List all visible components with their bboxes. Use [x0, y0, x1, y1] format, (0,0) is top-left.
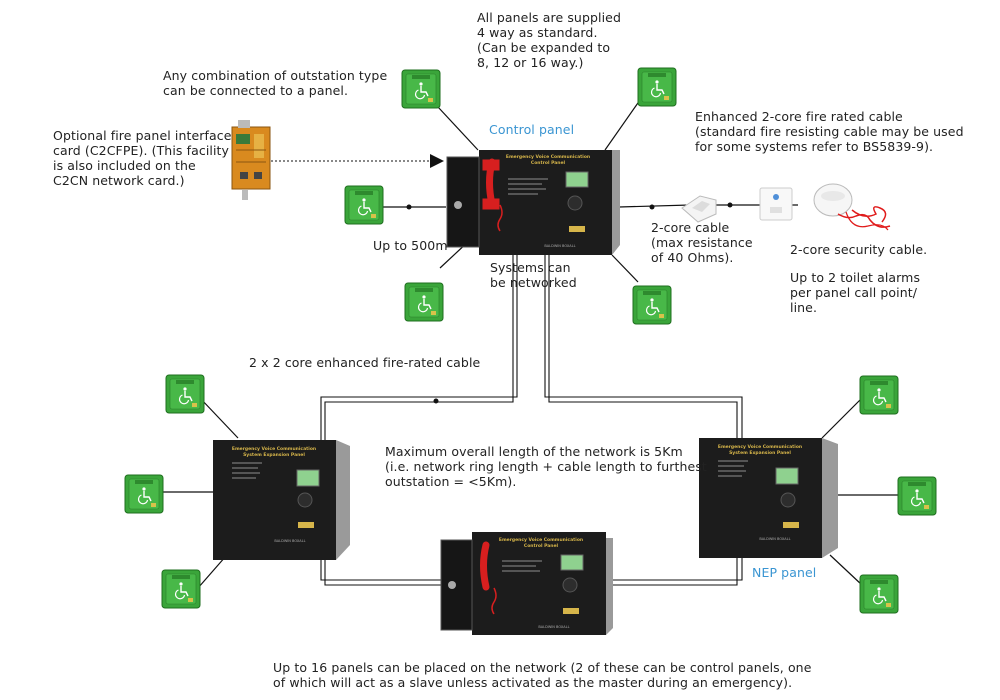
svg-text:Emergency Voice Communication: Emergency Voice Communication	[232, 446, 316, 452]
label-control-panel: Control panel	[489, 122, 575, 137]
outstation-call-point	[165, 374, 205, 414]
svg-text:BALDWIN BOXALL: BALDWIN BOXALL	[544, 244, 575, 248]
svg-text:BALDWIN BOXALL: BALDWIN BOXALL	[759, 537, 790, 541]
svg-text:Emergency Voice Communication: Emergency Voice Communication	[499, 537, 583, 543]
note-two-core-security: 2-core security cable.	[790, 242, 928, 257]
svg-text:Emergency Voice Communication: Emergency Voice Communication	[506, 154, 590, 160]
outstations	[124, 67, 937, 614]
fire-interface-card	[231, 120, 271, 200]
note-enhanced-cable: Enhanced 2-core fire rated cable (standa…	[695, 109, 964, 154]
outstation-call-point	[859, 574, 899, 614]
outstation-call-point	[632, 285, 672, 325]
pull-cord-ceiling-unit	[681, 195, 717, 223]
note-panels-supplied: All panels are supplied 4 way as standar…	[477, 10, 621, 70]
note-up-to-16: Up to 16 panels can be placed on the net…	[273, 660, 812, 690]
svg-text:Control Panel: Control Panel	[531, 160, 566, 166]
line-fire-cable	[618, 204, 691, 208]
note-two-core-cable: 2-core cable (max resistance of 40 Ohms)…	[651, 220, 753, 265]
outstation-call-point	[161, 569, 201, 609]
control-panel-bottom: Emergency Voice Communication Control Pa…	[440, 532, 613, 635]
outstation-call-point	[897, 476, 937, 516]
line-outstation-tr	[604, 99, 641, 151]
outstation-call-point	[124, 474, 164, 514]
svg-text:System Expansion Panel: System Expansion Panel	[243, 452, 305, 458]
note-any-combination: Any combination of outstation type can b…	[163, 68, 388, 98]
note-fire-interface: Optional fire panel interface card (C2CF…	[53, 128, 232, 188]
svg-text:Control Panel: Control Panel	[524, 543, 559, 549]
control-panel: Emergency Voice Communication Control Pa…	[446, 150, 620, 255]
svg-text:System Expansion Panel: System Expansion Panel	[729, 450, 791, 456]
outstation-call-point	[404, 282, 444, 322]
outstation-call-point	[637, 67, 677, 107]
expansion-panel-left: Emergency Voice Communication System Exp…	[213, 440, 350, 560]
line-outstation-br	[611, 254, 639, 283]
note-systems-networked: Systems can be networked	[490, 260, 577, 290]
line-outstation-tl	[437, 106, 479, 151]
svg-text:BALDWIN BOXALL: BALDWIN BOXALL	[274, 539, 305, 543]
outstation-call-point	[401, 69, 441, 109]
outstation-call-point	[859, 375, 899, 415]
network-ring-cable	[320, 255, 743, 586]
expansion-panel-right: Emergency Voice Communication System Exp…	[699, 438, 838, 558]
line-ep-right-1	[821, 397, 863, 439]
note-max-length: Maximum overall length of the network is…	[385, 444, 707, 489]
line-ep-left-1	[199, 397, 239, 439]
svg-text:Emergency Voice Communication: Emergency Voice Communication	[718, 444, 802, 450]
note-toilet-alarms: Up to 2 toilet alarms per panel call poi…	[790, 270, 921, 315]
outstation-call-point	[344, 185, 384, 225]
reset-unit	[759, 187, 793, 221]
line-ep-right-3	[829, 554, 863, 586]
note-two-by-two-cable: 2 x 2 core enhanced fire-rated cable	[249, 355, 481, 370]
note-up-to-500m: Up to 500m	[373, 238, 448, 253]
pull-cord-alarm	[813, 183, 891, 231]
svg-text:BALDWIN BOXALL: BALDWIN BOXALL	[538, 625, 569, 629]
label-nep-panel: NEP panel	[752, 565, 817, 580]
